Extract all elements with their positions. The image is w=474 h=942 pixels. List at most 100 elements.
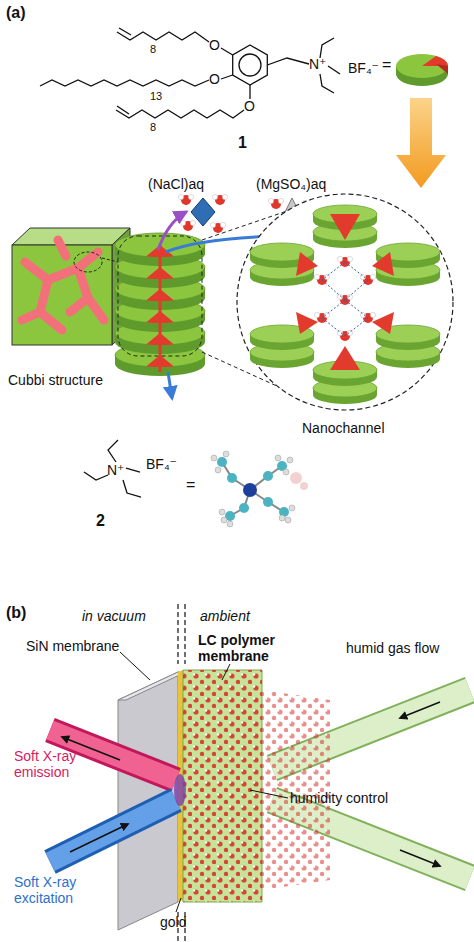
nanochannel-zoom xyxy=(345,262,368,280)
leader-lines xyxy=(222,664,230,680)
compound-number: 2 xyxy=(96,512,105,530)
ball-model xyxy=(285,517,291,523)
ball-model xyxy=(283,469,289,475)
molecule-skeleton xyxy=(239,54,261,76)
molecule-skeleton xyxy=(108,440,118,462)
columnar-stack xyxy=(159,245,162,372)
molecule-skeleton xyxy=(116,110,244,118)
ball-model xyxy=(300,482,308,490)
gas-tubes xyxy=(400,702,440,718)
molecule-skeleton xyxy=(320,74,334,93)
leader-lines xyxy=(176,898,181,912)
ball-model xyxy=(215,467,221,473)
salt-label: (NaCl)aq xyxy=(148,176,204,192)
cubic-structure xyxy=(12,228,130,245)
cubic-structure xyxy=(12,228,130,345)
molecule-skeleton xyxy=(233,45,268,85)
atom-label: N⁺ xyxy=(107,462,125,478)
ion-cluster xyxy=(268,198,283,209)
panel-label: (b) xyxy=(6,604,26,622)
lc-membrane xyxy=(183,670,262,902)
molecule-skeleton xyxy=(84,472,108,480)
ball-model xyxy=(221,517,227,523)
nanochannel-zoom xyxy=(372,252,394,276)
cubic-structure xyxy=(22,312,40,320)
ball-model xyxy=(287,457,293,463)
wedge-icon xyxy=(422,56,448,66)
nanochannel-zoom xyxy=(345,280,368,300)
molecule-skeleton xyxy=(328,66,340,74)
repeat-count: 8 xyxy=(150,43,156,56)
ball-model xyxy=(227,521,233,527)
nanochannel-zoom xyxy=(322,318,345,336)
nanochannel-zoom xyxy=(337,294,352,305)
ball-model xyxy=(263,471,273,481)
cubic-structure xyxy=(70,268,88,312)
region-label: in vacuum xyxy=(82,608,146,624)
counter-ion: BF₄⁻ xyxy=(348,60,379,76)
cubic-structure xyxy=(74,252,102,272)
molecule-skeleton xyxy=(267,58,309,65)
xray-beams xyxy=(50,800,176,862)
molecule-skeleton xyxy=(320,38,334,58)
ball-model xyxy=(219,509,225,515)
molecule-skeleton xyxy=(119,28,131,35)
part-label: humid gas flow xyxy=(346,640,439,656)
xray-beams xyxy=(50,800,176,862)
ball-model xyxy=(217,457,227,467)
nanochannel-zoom xyxy=(345,318,368,336)
region-label: ambient xyxy=(200,608,250,624)
molecule-skeleton xyxy=(126,468,140,472)
cubic-structure xyxy=(12,245,112,345)
structure-label: Cubbi structure xyxy=(8,372,103,388)
wedge-icon xyxy=(436,64,448,74)
molecule-skeleton xyxy=(221,48,233,55)
ion-cluster xyxy=(178,194,193,205)
xray-beams xyxy=(70,824,128,852)
ion-cluster xyxy=(212,194,227,205)
nanochannel-zoom xyxy=(237,194,453,410)
nanochannel-zoom xyxy=(330,346,360,370)
cubic-structure xyxy=(88,298,104,320)
ion-cluster xyxy=(180,220,195,231)
divider-lines xyxy=(177,604,178,664)
nanochannel-zoom xyxy=(330,214,360,240)
salt-label: (MgSO₄)aq xyxy=(256,176,326,192)
molecule-skeleton xyxy=(40,80,209,86)
nanochannel-zoom xyxy=(322,300,345,318)
part-label: gold xyxy=(160,914,186,930)
ball-model xyxy=(290,472,308,490)
ball-model xyxy=(227,473,237,483)
divider-lines xyxy=(184,604,185,664)
cubic-structure xyxy=(102,258,118,262)
nanochannel-zoom xyxy=(296,252,318,276)
ball-model xyxy=(211,451,308,527)
molecule-skeleton xyxy=(249,85,250,99)
ball-model xyxy=(263,497,273,507)
repeat-count: 13 xyxy=(150,90,162,103)
ball-model xyxy=(223,451,229,457)
sin-membrane xyxy=(118,672,186,700)
molecule-skeleton xyxy=(123,480,141,497)
leader-lines xyxy=(250,790,288,798)
counter-ion: BF₄⁻ xyxy=(146,456,177,472)
process-arrow xyxy=(396,98,446,188)
beam-label: Soft X-ray excitation xyxy=(14,874,104,906)
cubic-structure xyxy=(58,240,66,256)
atom-label: N⁺ xyxy=(309,56,327,72)
ball-model xyxy=(290,472,302,484)
gas-tubes xyxy=(400,850,440,866)
nanochannel-zoom xyxy=(322,280,345,300)
molecule-skeleton xyxy=(40,28,340,118)
panel-label: (a) xyxy=(6,4,26,22)
process-arrow xyxy=(396,98,446,188)
xray-beams xyxy=(174,774,186,806)
molecule-skeleton xyxy=(221,75,233,79)
lc-membrane xyxy=(183,670,262,902)
cubic-structure xyxy=(48,252,98,280)
leader-lines xyxy=(120,652,150,680)
wedge-icon xyxy=(396,54,448,86)
ball-model xyxy=(243,483,257,497)
